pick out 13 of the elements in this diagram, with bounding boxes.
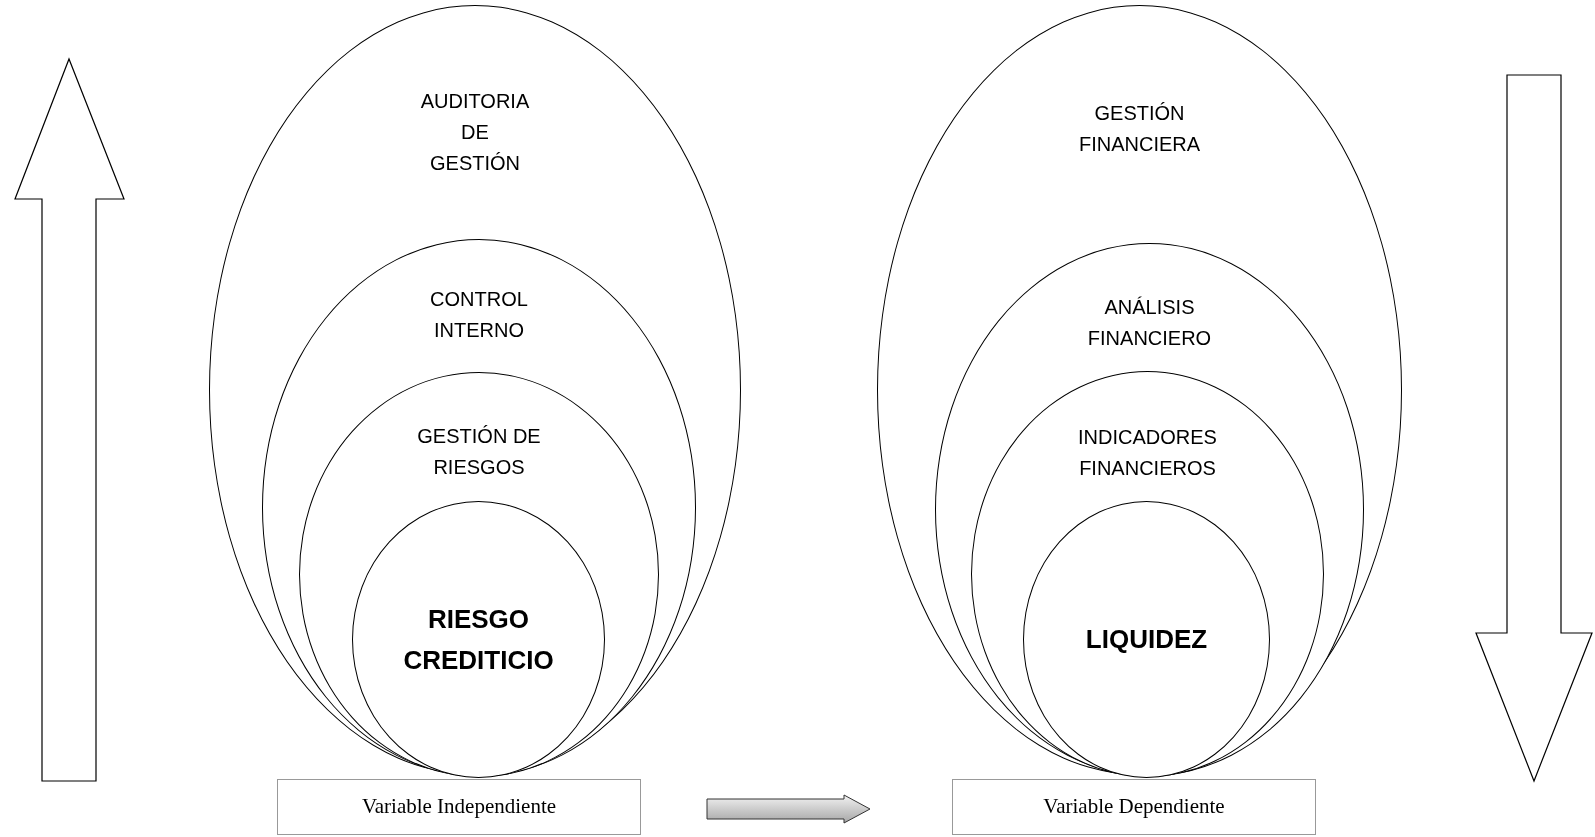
label-box [277, 779, 641, 835]
concept-label: ANÁLISIS FINANCIERO [1086, 295, 1213, 351]
concept-label: INDICADORES FINANCIEROS [1077, 425, 1218, 481]
block-arrow [706, 794, 871, 824]
label-box [952, 779, 1316, 835]
concept-label: LIQUIDEZ [1084, 623, 1209, 657]
concept-label: RIESGO CREDITICIO [402, 603, 555, 677]
concept-label: GESTIÓN DE RIESGOS [416, 424, 542, 480]
concept-label: AUDITORIA DE GESTIÓN [419, 89, 531, 176]
variable-label: Variable Dependiente [1043, 793, 1225, 821]
concept-label: GESTIÓN FINANCIERA [1077, 101, 1202, 157]
concept-label: CONTROL INTERNO [429, 287, 529, 343]
variable-label: Variable Independiente [361, 793, 557, 821]
